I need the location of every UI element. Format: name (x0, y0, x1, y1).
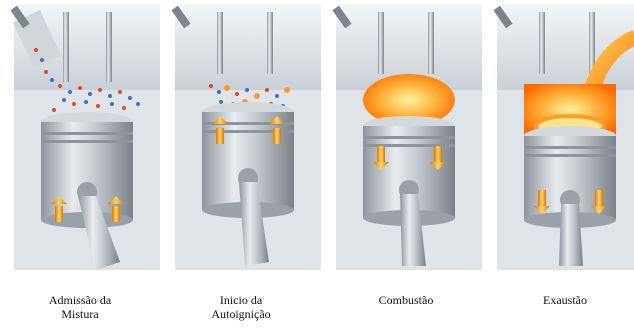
valve-stem (217, 12, 223, 74)
valve-stem (267, 12, 273, 74)
valve-stem (63, 12, 69, 82)
cylinder-head (175, 4, 321, 90)
valve-stem (539, 12, 545, 74)
stage-caption-combustion: Combustão (331, 293, 481, 307)
stage-intake (10, 4, 160, 270)
stage-caption-autoignition: Inicio da Autoignição (166, 293, 316, 321)
stage-combustion (332, 4, 482, 270)
stage-exhaust (493, 4, 634, 270)
stage-autoignition (171, 4, 321, 270)
valve-stem (378, 12, 384, 74)
valve-stem (428, 12, 434, 74)
valve-stem (106, 12, 112, 82)
stage-caption-exhaust: Exaustão (490, 293, 634, 307)
stage-caption-intake: Admissão da Mistura (5, 293, 155, 321)
connecting-rod (559, 204, 583, 266)
